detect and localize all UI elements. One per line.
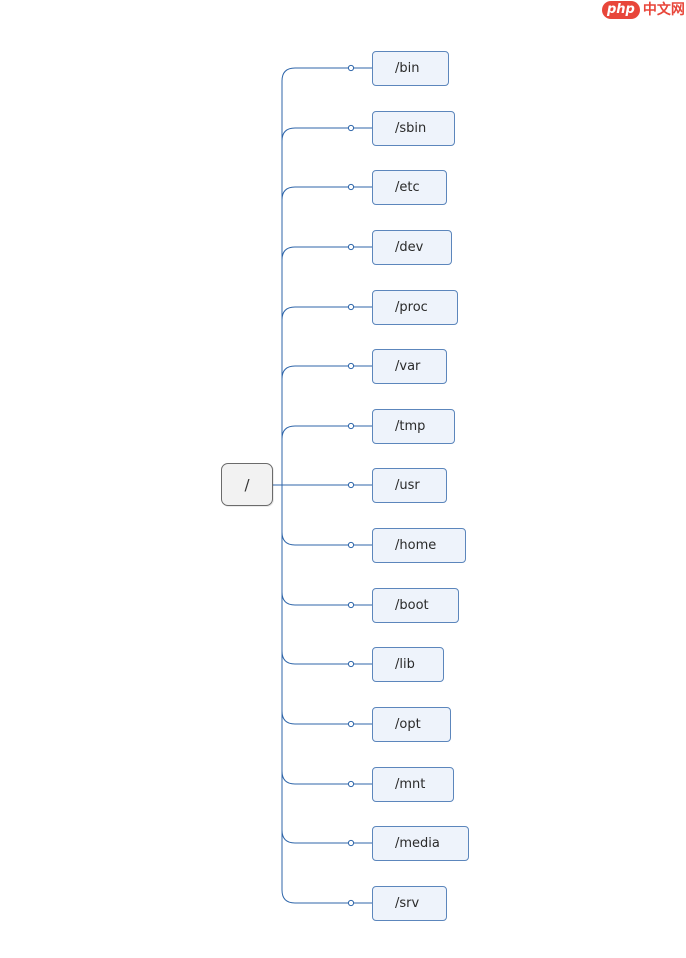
child-node-label: /etc (395, 179, 420, 195)
child-node[interactable]: /var (372, 348, 447, 384)
child-node-label: /srv (395, 895, 420, 911)
child-node-label: /sbin (395, 120, 427, 136)
connector-dot (347, 660, 355, 668)
root-node-label: / (244, 475, 250, 494)
connector-line (281, 485, 372, 785)
connector-line (281, 425, 372, 485)
connector-line (281, 485, 372, 904)
connector-dot (347, 243, 355, 251)
connector-dot (347, 422, 355, 430)
connector-dot (347, 183, 355, 191)
connector-line (281, 485, 372, 546)
connector-dot (347, 64, 355, 72)
connector-dot (347, 780, 355, 788)
connector-dot (347, 303, 355, 311)
connector-line (281, 306, 372, 485)
child-node-label: /dev (395, 239, 424, 255)
child-node-label: /tmp (395, 418, 426, 434)
child-node[interactable]: /mnt (372, 766, 454, 802)
connector-dot (347, 481, 355, 489)
watermark-cn-text: 中文网 (642, 2, 685, 18)
watermark-php-text: php (602, 1, 640, 19)
child-node[interactable]: /media (372, 825, 469, 861)
connector-line (281, 246, 372, 485)
child-node[interactable]: /proc (372, 289, 458, 325)
child-node[interactable]: /etc (372, 169, 447, 205)
child-node[interactable]: /lib (372, 646, 444, 682)
connector-line (281, 127, 372, 485)
connector-dot (347, 601, 355, 609)
child-node[interactable]: /bin (372, 50, 449, 86)
child-node[interactable]: /usr (372, 467, 447, 503)
child-node-label: /mnt (395, 776, 426, 792)
child-node[interactable]: /sbin (372, 110, 455, 146)
php-cn-watermark-logo: php 中文网 (602, 0, 686, 20)
connector-dot (347, 541, 355, 549)
child-node-label: /boot (395, 597, 429, 613)
child-node[interactable]: /home (372, 527, 466, 563)
connector-dot (347, 362, 355, 370)
child-node[interactable]: /opt (372, 706, 451, 742)
root-node[interactable]: / (221, 463, 273, 506)
child-node-label: /media (395, 835, 440, 851)
child-node-label: /bin (395, 60, 420, 76)
child-node-label: /proc (395, 299, 428, 315)
child-node-label: /home (395, 537, 437, 553)
child-node-label: /opt (395, 716, 421, 732)
child-node-label: /lib (395, 656, 415, 672)
child-node[interactable]: /dev (372, 229, 452, 265)
connector-dot (347, 839, 355, 847)
child-node[interactable]: /srv (372, 885, 447, 921)
child-node[interactable]: /boot (372, 587, 459, 623)
connector-dot (347, 899, 355, 907)
connector-line (281, 365, 372, 485)
connector-dot (347, 720, 355, 728)
child-node[interactable]: /tmp (372, 408, 455, 444)
connector-line (281, 186, 372, 485)
child-node-label: /var (395, 358, 421, 374)
connector-line (281, 67, 372, 485)
connector-line (281, 485, 372, 665)
child-node-label: /usr (395, 477, 420, 493)
connector-dot (347, 124, 355, 132)
